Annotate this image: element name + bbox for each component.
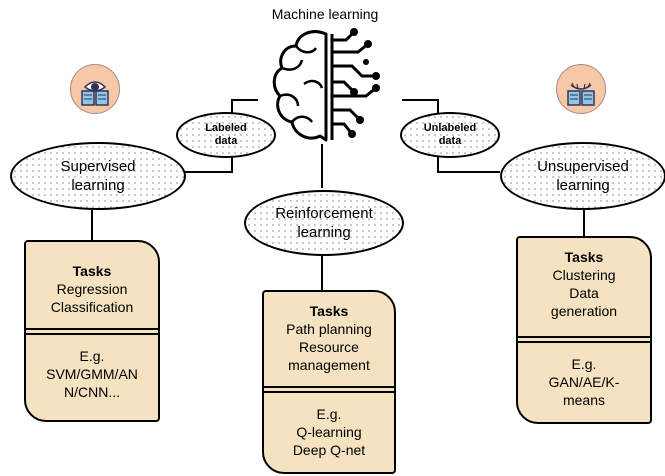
supervised-learning-node: Supervised learning xyxy=(10,142,186,210)
supervised-example: N/CNN... xyxy=(64,384,120,400)
labeled-data-node: Labeled data xyxy=(176,112,276,158)
unsupervised-task-item: generation xyxy=(550,303,618,319)
unsupervised-example: means xyxy=(562,392,606,408)
labeled-data-label: Labeled data xyxy=(205,122,247,147)
reinforcement-example: Deep Q-net xyxy=(292,442,366,458)
brain-circuit-icon xyxy=(272,28,380,142)
unsupervised-card: Tasks Clustering Data generation E.g. GA… xyxy=(516,236,652,424)
supervised-example: SVM/GMM/AN xyxy=(46,366,138,382)
reinforcement-eg-title: E.g. xyxy=(316,406,342,422)
unsupervised-task-item: Data xyxy=(569,285,599,301)
reinforcement-learning-node: Reinforcement learning xyxy=(244,190,404,256)
card-divider xyxy=(518,336,650,343)
reinforcement-tasks-title: Tasks xyxy=(309,303,349,319)
reinforcement-learning-label: Reinforcement learning xyxy=(275,205,373,241)
reinforcement-example: Q-learning xyxy=(296,424,362,440)
supervised-tasks-title: Tasks xyxy=(72,263,112,279)
supervised-learning-label: Supervised learning xyxy=(60,158,136,194)
reinforcement-task-item: Resource xyxy=(299,339,359,355)
unlabeled-data-node: Unlabeled data xyxy=(400,112,500,158)
reinforcement-task-item: management xyxy=(288,357,370,373)
closed-eye-book-icon xyxy=(556,64,606,114)
reinforcement-task-item: Path planning xyxy=(286,321,372,337)
eye-book-icon xyxy=(70,64,120,114)
unsupervised-learning-node: Unsupervised learning xyxy=(500,142,665,210)
supervised-eg-title: E.g. xyxy=(79,348,105,364)
unlabeled-data-label: Unlabeled data xyxy=(423,122,477,147)
unsupervised-tasks-title: Tasks xyxy=(564,249,604,265)
supervised-card: Tasks Regression Classification E.g. SVM… xyxy=(24,240,160,422)
supervised-task-item: Regression xyxy=(56,281,128,297)
reinforcement-card: Tasks Path planning Resource management … xyxy=(262,290,396,474)
unsupervised-example: GAN/AE/K- xyxy=(548,374,620,390)
diagram-title: Machine learning xyxy=(271,6,379,22)
unsupervised-learning-label: Unsupervised learning xyxy=(537,158,629,194)
card-divider xyxy=(26,328,158,335)
unsupervised-task-item: Clustering xyxy=(552,267,616,283)
card-divider xyxy=(264,386,394,393)
unsupervised-eg-title: E.g. xyxy=(571,356,597,372)
supervised-task-item: Classification xyxy=(50,299,134,315)
